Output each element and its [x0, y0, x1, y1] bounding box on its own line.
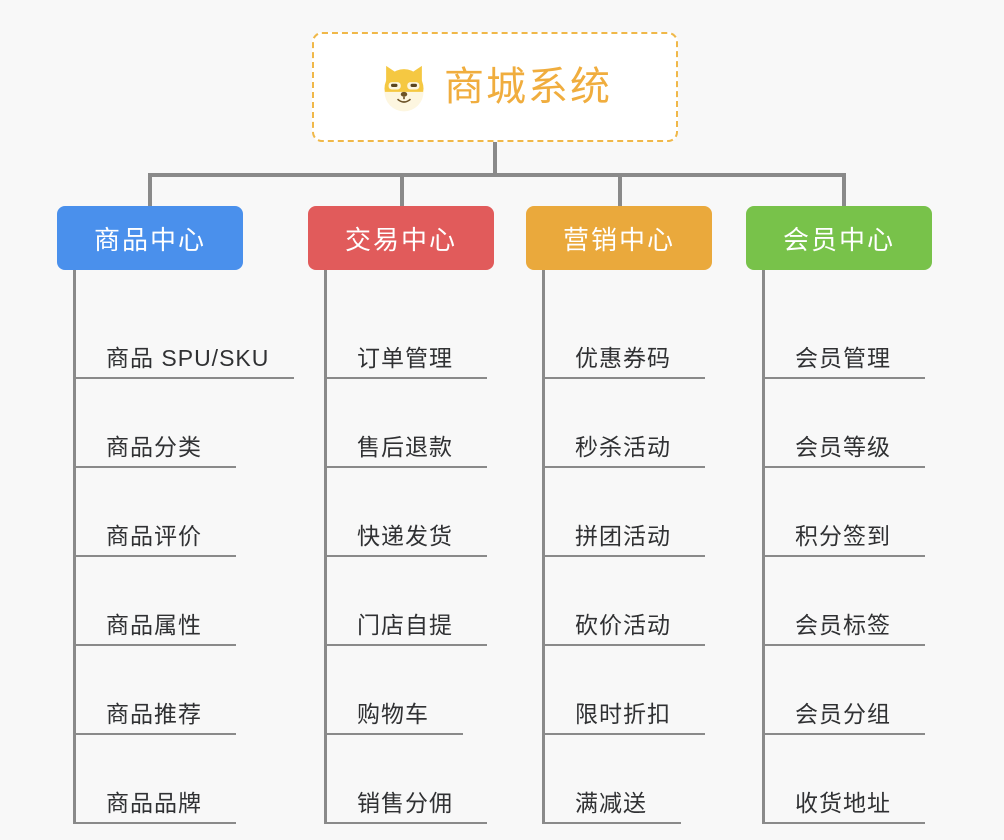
leaf-item[interactable]: 收货地址 — [765, 735, 925, 824]
leaf-item-label: 积分签到 — [795, 522, 891, 549]
leaf-item[interactable]: 购物车 — [327, 646, 463, 735]
group-box-label: 商品中心 — [93, 224, 206, 255]
leaf-item-label: 商品分类 — [106, 433, 202, 460]
connector-drop-trade-center — [400, 173, 404, 209]
leaf-item[interactable]: 商品属性 — [76, 557, 236, 646]
group-column-marketing-center: 营销中心 优惠券码 秒杀活动 拼团活动 砍价活动 限时折扣 满减送 — [526, 206, 776, 824]
leaf-item[interactable]: 会员标签 — [765, 557, 925, 646]
leaf-item-label: 会员等级 — [795, 433, 891, 460]
leaf-item[interactable]: 拼团活动 — [545, 468, 705, 557]
leaf-item[interactable]: 订单管理 — [327, 290, 487, 379]
leaf-item-label: 收货地址 — [795, 789, 891, 816]
leaf-item-label: 商品推荐 — [106, 700, 202, 727]
leaf-item[interactable]: 会员管理 — [765, 290, 925, 379]
group-box-label: 交易中心 — [344, 224, 457, 255]
shiba-dog-face-icon — [384, 65, 424, 112]
group-column-product-center: 商品中心 商品 SPU/SKU 商品分类 商品评价 商品属性 商品推荐 商品品牌 — [57, 206, 307, 824]
leaf-item-label: 会员管理 — [795, 344, 891, 371]
connector-drop-member-center — [842, 173, 846, 209]
leaf-item[interactable]: 砍价活动 — [545, 557, 705, 646]
group-box-member-center[interactable]: 会员中心 — [746, 206, 932, 270]
leaf-item-label: 会员标签 — [795, 611, 891, 638]
root-node-shop-system[interactable]: 商城系统 — [312, 32, 678, 142]
connector-drop-marketing-center — [618, 173, 622, 209]
leaf-item[interactable]: 售后退款 — [327, 379, 487, 468]
leaf-list-trade-center: 订单管理 售后退款 快递发货 门店自提 购物车 销售分佣 — [324, 270, 558, 824]
leaf-item-label: 砍价活动 — [575, 611, 671, 638]
leaf-item[interactable]: 商品推荐 — [76, 646, 236, 735]
group-box-marketing-center[interactable]: 营销中心 — [526, 206, 712, 270]
leaf-item[interactable]: 商品 SPU/SKU — [76, 290, 294, 379]
leaf-item-label: 拼团活动 — [575, 522, 671, 549]
leaf-item[interactable]: 秒杀活动 — [545, 379, 705, 468]
leaf-list-member-center: 会员管理 会员等级 积分签到 会员标签 会员分组 收货地址 — [762, 270, 996, 824]
leaf-item-label: 优惠券码 — [575, 344, 671, 371]
connector-drop-product-center — [148, 173, 152, 209]
leaf-item-label: 购物车 — [357, 700, 429, 727]
leaf-item-label: 秒杀活动 — [575, 433, 671, 460]
leaf-item[interactable]: 满减送 — [545, 735, 681, 824]
leaf-item[interactable]: 门店自提 — [327, 557, 487, 646]
leaf-item[interactable]: 优惠券码 — [545, 290, 705, 379]
root-node-title: 商城系统 — [444, 65, 612, 109]
leaf-item-label: 商品 SPU/SKU — [106, 344, 270, 371]
leaf-item-label: 销售分佣 — [357, 789, 453, 816]
leaf-item-label: 商品评价 — [106, 522, 202, 549]
leaf-item[interactable]: 销售分佣 — [327, 735, 487, 824]
connector-horizontal-bus — [150, 173, 844, 177]
leaf-item-label: 快递发货 — [357, 522, 453, 549]
group-box-trade-center[interactable]: 交易中心 — [308, 206, 494, 270]
leaf-item-label: 会员分组 — [795, 700, 891, 727]
leaf-item[interactable]: 快递发货 — [327, 468, 487, 557]
leaf-item-label: 商品品牌 — [106, 789, 202, 816]
leaf-item[interactable]: 限时折扣 — [545, 646, 705, 735]
connector-root-stem — [493, 142, 497, 176]
leaf-list-product-center: 商品 SPU/SKU 商品分类 商品评价 商品属性 商品推荐 商品品牌 — [73, 270, 307, 824]
leaf-item-label: 售后退款 — [357, 433, 453, 460]
group-box-label: 会员中心 — [782, 224, 895, 255]
leaf-item[interactable]: 会员等级 — [765, 379, 925, 468]
leaf-item[interactable]: 商品评价 — [76, 468, 236, 557]
group-column-trade-center: 交易中心 订单管理 售后退款 快递发货 门店自提 购物车 销售分佣 — [308, 206, 558, 824]
leaf-item-label: 订单管理 — [357, 344, 453, 371]
group-box-product-center[interactable]: 商品中心 — [57, 206, 243, 270]
leaf-item-label: 商品属性 — [106, 611, 202, 638]
group-column-member-center: 会员中心 会员管理 会员等级 积分签到 会员标签 会员分组 收货地址 — [746, 206, 996, 824]
leaf-item[interactable]: 商品品牌 — [76, 735, 236, 824]
leaf-item[interactable]: 积分签到 — [765, 468, 925, 557]
leaf-item-label: 限时折扣 — [575, 700, 671, 727]
leaf-item-label: 满减送 — [575, 789, 647, 816]
leaf-list-marketing-center: 优惠券码 秒杀活动 拼团活动 砍价活动 限时折扣 满减送 — [542, 270, 776, 824]
leaf-item[interactable]: 会员分组 — [765, 646, 925, 735]
leaf-item[interactable]: 商品分类 — [76, 379, 236, 468]
group-box-label: 营销中心 — [562, 224, 675, 255]
leaf-item-label: 门店自提 — [357, 611, 453, 638]
